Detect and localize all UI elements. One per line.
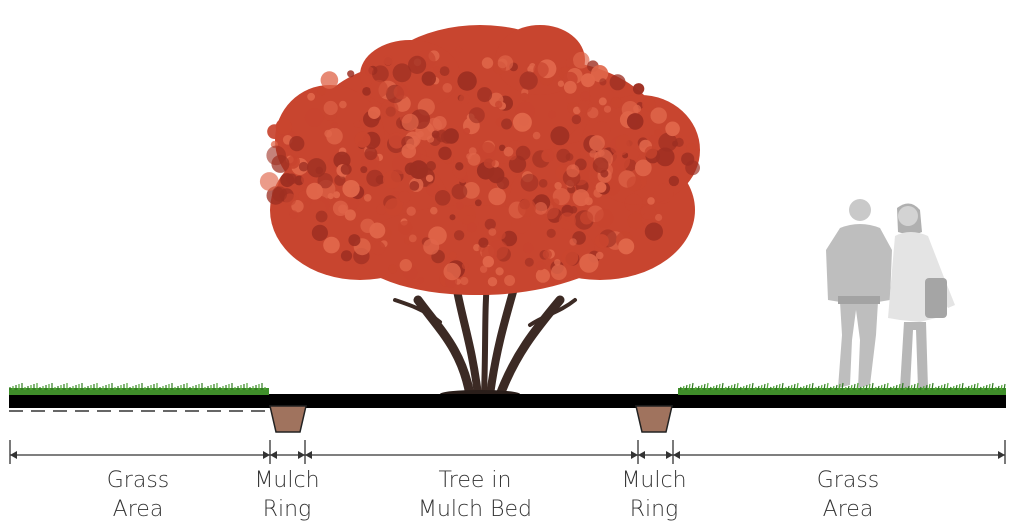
- ground-line: [9, 394, 1006, 408]
- tree-canopy: [260, 25, 700, 295]
- mulch-ring-right: [636, 406, 672, 432]
- section-labels: Grass Area Mulch Ring Tree in Mulch Bed …: [107, 468, 880, 522]
- mulch-ring-left: [270, 406, 306, 432]
- dimension-line: [10, 440, 1005, 464]
- walking-couple-icon: [826, 199, 955, 388]
- label-grass-area-right-line2: Area: [823, 497, 874, 522]
- label-mulch-ring-left-line1: Mulch: [254, 468, 319, 493]
- woman-figure: [888, 203, 955, 388]
- ground-section: [9, 383, 1006, 432]
- label-mulch-ring-right-line2: Ring: [630, 497, 679, 522]
- label-mulch-ring-left-line2: Ring: [263, 497, 312, 522]
- tree-icon: [260, 25, 700, 398]
- label-grass-area-right-line1: Grass: [817, 468, 880, 493]
- label-grass-area-left-line1: Grass: [107, 468, 170, 493]
- label-mulch-ring-right-line1: Mulch: [621, 468, 686, 493]
- label-tree-bed-line1: Tree in: [439, 468, 512, 493]
- man-figure: [826, 199, 892, 388]
- label-grass-area-left-line2: Area: [113, 497, 164, 522]
- label-tree-bed-line2: Mulch Bed: [418, 497, 532, 522]
